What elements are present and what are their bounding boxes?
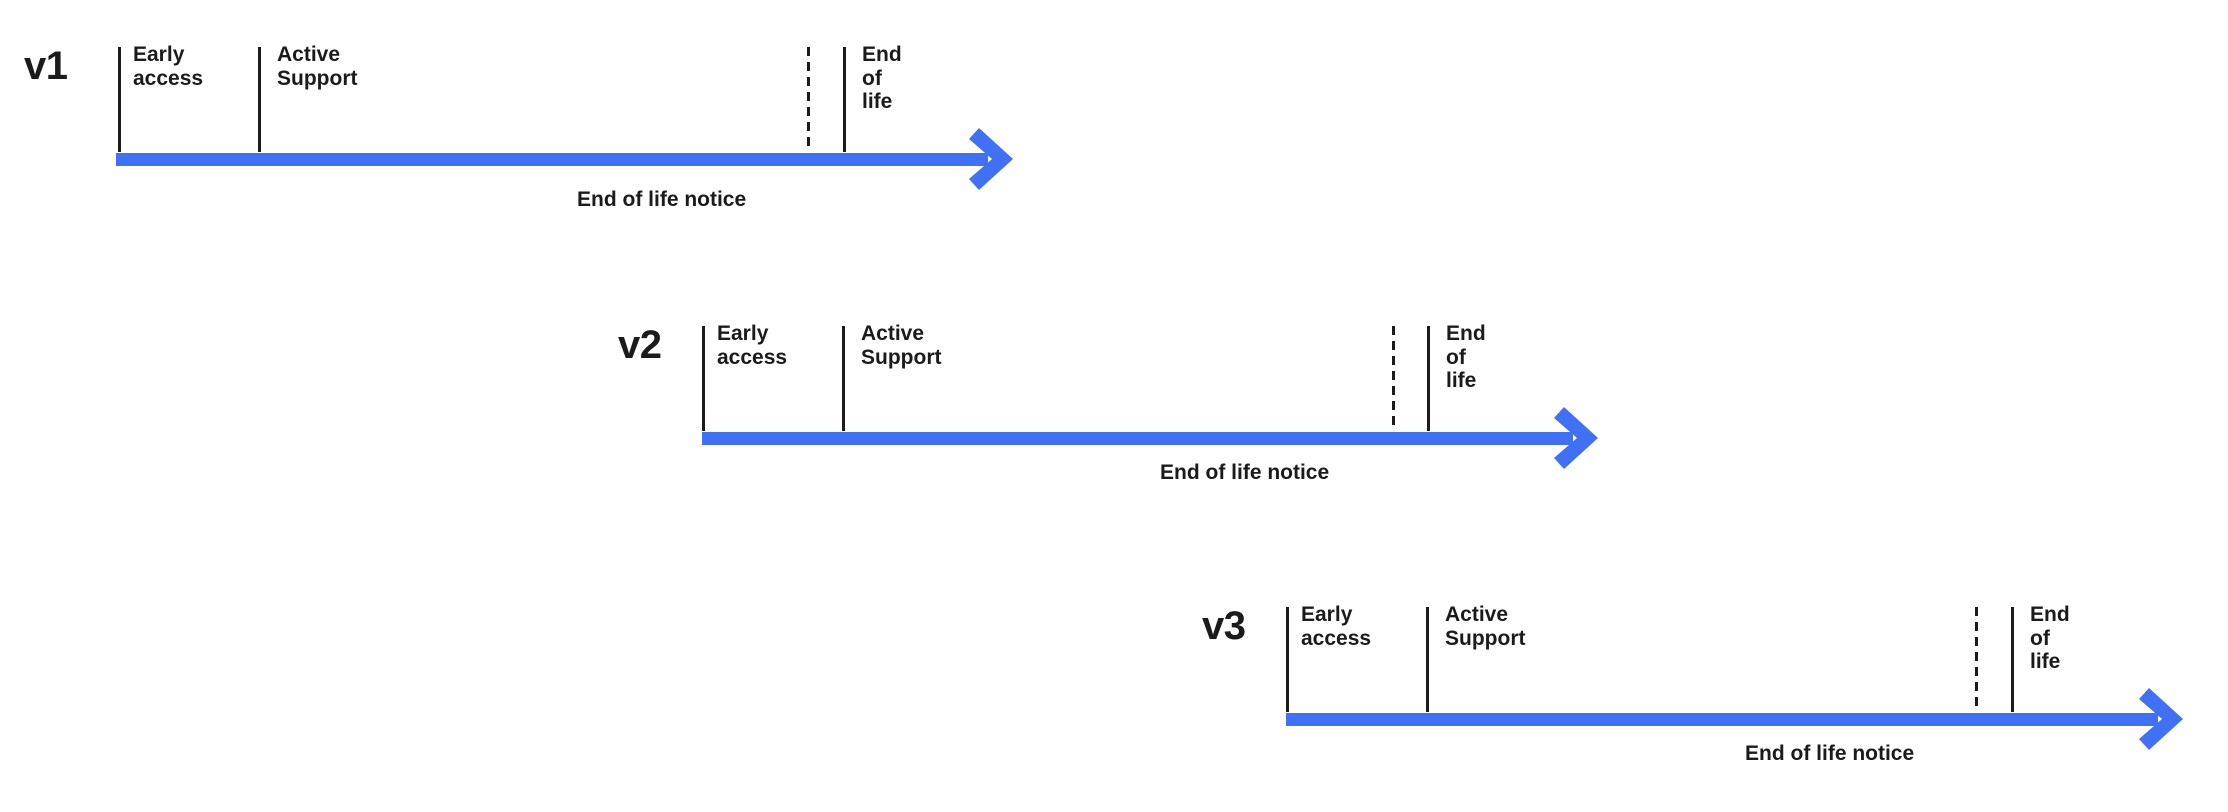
phase-label-active-support-v3: Active Support bbox=[1445, 603, 1526, 650]
phase-divider-early-access-start-v2 bbox=[702, 326, 705, 431]
version-label-v1: v1 bbox=[24, 44, 68, 88]
phase-divider-early-access-start-v3 bbox=[1286, 607, 1289, 712]
timeline-arrow-shaft-v2 bbox=[702, 432, 1573, 445]
end-of-life-notice-label-v3: End of life notice bbox=[1745, 742, 1915, 765]
phase-label-early-access-v1: Early access bbox=[133, 43, 204, 90]
timeline-arrow-shaft-v1 bbox=[116, 153, 988, 166]
phase-label-early-access-v2: Early access bbox=[717, 322, 788, 369]
version-label-v2: v2 bbox=[618, 323, 662, 367]
version-label-v3: v3 bbox=[1202, 604, 1246, 648]
timeline-arrow-head-v2 bbox=[1554, 407, 1598, 469]
phase-divider-active-support-start-v1 bbox=[258, 47, 261, 152]
end-of-life-notice-marker-v1 bbox=[807, 47, 810, 152]
phase-divider-end-of-life-start-v2 bbox=[1427, 326, 1430, 431]
phase-divider-end-of-life-start-v1 bbox=[843, 47, 846, 152]
timeline-arrow-head-v3 bbox=[2139, 688, 2183, 750]
phase-label-active-support-v1: Active Support bbox=[277, 43, 358, 90]
timeline-arrow-shaft-v3 bbox=[1286, 713, 2158, 726]
phase-divider-early-access-start-v1 bbox=[118, 47, 121, 152]
phase-label-end-of-life-v1: End of life bbox=[862, 43, 902, 114]
end-of-life-notice-marker-v3 bbox=[1975, 607, 1978, 712]
phase-divider-active-support-start-v3 bbox=[1426, 607, 1429, 712]
timeline-arrow-head-v1 bbox=[969, 128, 1013, 190]
phase-label-end-of-life-v2: End of life bbox=[1446, 322, 1486, 393]
end-of-life-notice-label-v1: End of life notice bbox=[577, 188, 747, 211]
phase-label-early-access-v3: Early access bbox=[1301, 603, 1372, 650]
end-of-life-notice-label-v2: End of life notice bbox=[1160, 461, 1330, 484]
phase-divider-active-support-start-v2 bbox=[842, 326, 845, 431]
end-of-life-notice-marker-v2 bbox=[1392, 326, 1395, 431]
phase-label-end-of-life-v3: End of life bbox=[2030, 603, 2070, 674]
phase-divider-end-of-life-start-v3 bbox=[2011, 607, 2014, 712]
phase-label-active-support-v2: Active Support bbox=[861, 322, 942, 369]
